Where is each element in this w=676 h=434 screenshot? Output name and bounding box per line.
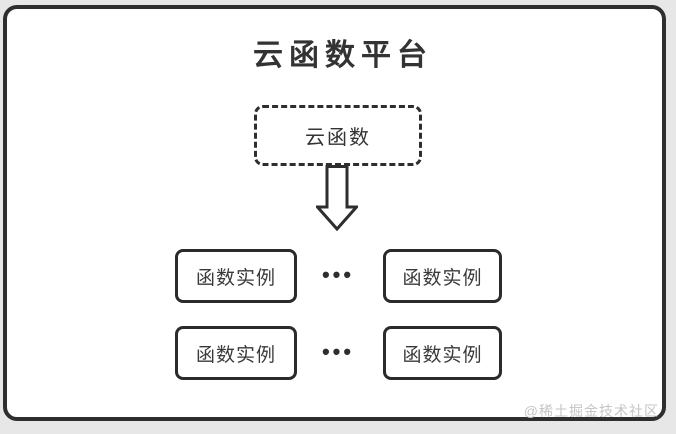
function-instance-node: 函数实例 bbox=[175, 249, 297, 303]
diagram-title: 云函数平台 bbox=[253, 39, 433, 72]
ellipsis-row1: ••• bbox=[321, 262, 355, 287]
down-arrow-icon bbox=[314, 165, 360, 232]
function-instance-label: 函数实例 bbox=[195, 267, 276, 289]
function-instance-label: 函数实例 bbox=[402, 267, 483, 289]
function-instance-node: 函数实例 bbox=[383, 249, 502, 303]
function-instance-node: 函数实例 bbox=[383, 326, 502, 380]
function-instance-node: 函数实例 bbox=[175, 326, 297, 380]
cloud-function-node-label: 云函数 bbox=[305, 127, 371, 149]
ellipsis-row2: ••• bbox=[321, 339, 355, 364]
function-instance-label: 函数实例 bbox=[402, 344, 483, 366]
watermark: @稀土掘金技术社区 bbox=[523, 403, 659, 419]
cloud-function-node: 云函数 bbox=[254, 105, 422, 166]
function-instance-label: 函数实例 bbox=[195, 344, 276, 366]
